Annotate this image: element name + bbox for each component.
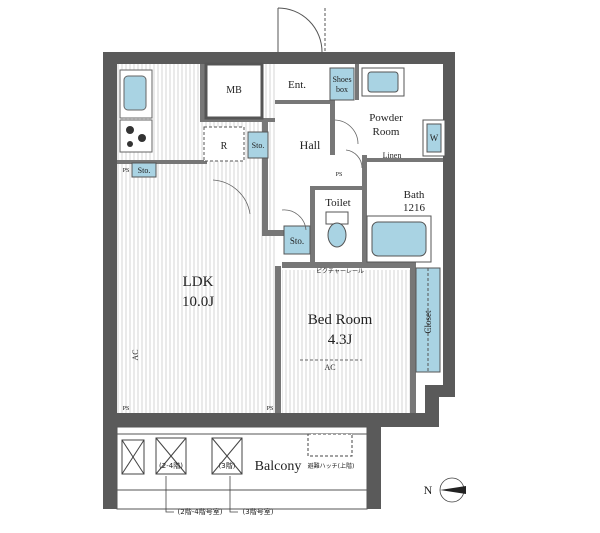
mb-box [204, 62, 264, 120]
storage-ps: Sto. [131, 162, 157, 178]
ps-label-toilet: PS [336, 172, 343, 178]
hall-label: Hall [300, 138, 321, 152]
compass-icon [439, 477, 466, 503]
bedroom-size: 4.3J [328, 332, 353, 348]
closet: Closet [415, 267, 441, 373]
balcony-note-1: (2-4階) [159, 461, 183, 470]
refrigerator [203, 126, 245, 162]
shoes-box: Shoes box [329, 67, 355, 101]
ac-label-ldk: AC [131, 349, 140, 360]
washer: W [422, 119, 446, 157]
bedroom-floor [282, 270, 415, 413]
balcony-window-2 [211, 437, 243, 475]
ac-label-bedroom: AC [324, 363, 335, 372]
bath-label: Bath [404, 189, 425, 201]
svg-text:Shoes: Shoes [332, 75, 351, 84]
toilet-label: Toilet [325, 197, 351, 209]
linen-label: Linen [383, 151, 402, 160]
balcony-unit [121, 439, 145, 475]
compass-label: N [424, 483, 433, 497]
balcony-window-1 [155, 437, 187, 475]
svg-text:W: W [430, 133, 439, 143]
ps-label-ldk-bottom: PS [123, 406, 130, 412]
bedroom-label: Bed Room [308, 312, 373, 328]
ps-label-ldk-top: PS [123, 168, 130, 174]
balcony-label: Balcony [255, 459, 302, 474]
ldk-door[interactable] [212, 179, 251, 215]
svg-text:Sto.: Sto. [290, 236, 304, 246]
refrigerator-label: R [221, 141, 228, 152]
svg-text:Closet: Closet [423, 310, 433, 334]
evacuation-note: 避難ハッチ(上階) [308, 462, 355, 470]
bath-size: 1216 [403, 202, 426, 214]
stove-icon [119, 119, 153, 153]
bathtub [366, 215, 432, 263]
balcony-label-2: (3階号室) [243, 507, 274, 516]
toilet-door[interactable] [345, 149, 363, 169]
entrance-label: Ent. [288, 79, 306, 91]
ldk-size: 10.0J [182, 294, 214, 310]
toilet-fixture [325, 211, 349, 248]
interior-walls [117, 64, 443, 413]
powder-room-label-1: Powder [369, 112, 403, 124]
mb-label: MB [226, 85, 242, 96]
exterior-walls [103, 52, 455, 509]
powder-door[interactable] [334, 119, 359, 145]
svg-text:Sto.: Sto. [252, 141, 265, 150]
ps-label-bedroom: PS [267, 406, 274, 412]
balcony-note-2: (3階) [219, 461, 236, 470]
kitchen-sink [119, 69, 153, 119]
balcony-label-1: (2階-4階号室) [178, 507, 223, 516]
svg-text:box: box [336, 85, 348, 94]
storage-kitchen: Sto. [247, 131, 269, 159]
hall-door[interactable] [281, 209, 307, 231]
curtain-rail-label: ピクチャーレール [316, 268, 364, 275]
svg-text:Sto.: Sto. [138, 166, 151, 175]
entrance-door[interactable] [277, 7, 326, 53]
evacuation-hatch [307, 433, 353, 457]
storage-hall: Sto. [283, 225, 311, 255]
ldk-label: LDK [183, 274, 214, 290]
powder-room-label-2: Room [373, 126, 400, 138]
